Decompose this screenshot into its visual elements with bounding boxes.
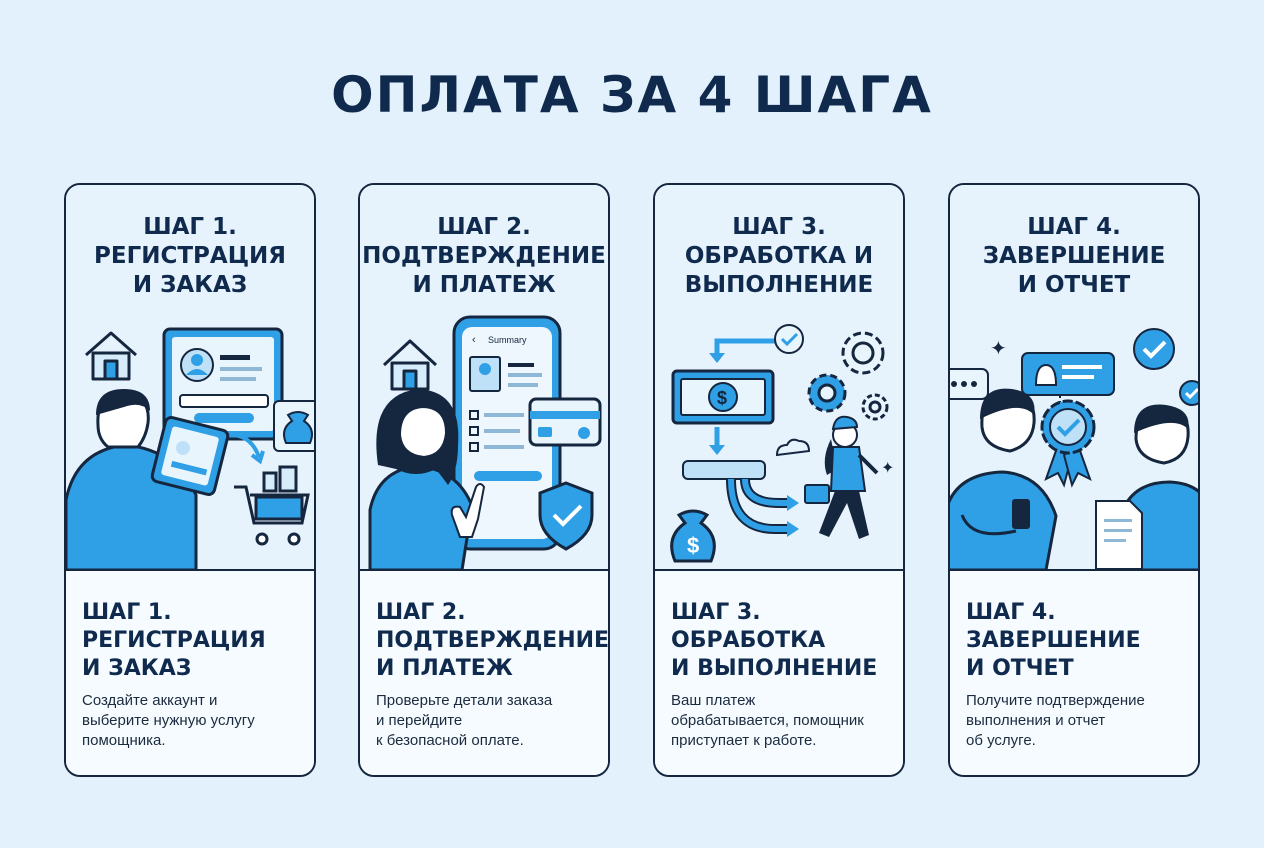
step-4-illustration: ✦ [950,328,1198,570]
step-card-3: ШАГ 3. ОБРАБОТКА И ВЫПОЛНЕНИЕ [653,183,905,777]
step-4-text-panel: ШАГ 4. ЗАВЕРШЕНИЕ И ОТЧЕТ Получите подтв… [950,571,1198,775]
bell-notification-icon [1021,352,1115,421]
step-2-header-title: ШАГ 2. ПОДТВЕРЖДЕНИЕ И ПЛАТЕЖ [362,214,606,298]
step-card-1: ШАГ 1. РЕГИСТРАЦИЯ И ЗАКАЗ [64,183,316,777]
step-1-header-title: ШАГ 1. РЕГИСТРАЦИЯ И ЗАКАЗ [94,214,286,298]
step-1-illustration-panel: ШАГ 1. РЕГИСТРАЦИЯ И ЗАКАЗ [66,185,314,570]
house-icon [382,339,438,391]
step-4-title: ШАГ 4. ЗАВЕРШЕНИЕ И ОТЧЕТ [966,600,1141,681]
step-3-description: Ваш платеж обрабатывается, помощник прис… [671,692,864,749]
step-4-illustration-panel: ШАГ 4. ЗАВЕРШЕНИЕ И ОТЧЕТ ✦ [950,185,1198,570]
profile-screen-icon [162,327,284,441]
step-2-text-panel: ШАГ 2. ПОДТВЕРЖДЕНИЕ И ПЛАТЕЖ Проверьте … [360,571,610,775]
document-icon [1095,500,1143,570]
arrow-icon [714,338,777,357]
step-3-illustration: $ $ [670,324,894,563]
step-2-title: ШАГ 2. ПОДТВЕРЖДЕНИЕ И ПЛАТЕЖ [376,600,610,681]
person-icon [950,388,1058,570]
money-bag-icon: $ [670,509,716,563]
banknote-icon: $ [671,369,775,425]
svg-text:✦: ✦ [881,458,894,477]
svg-text:✦: ✦ [990,336,1007,360]
step-2-divider [360,569,608,571]
award-rosette-icon [1040,399,1096,488]
person-icon [368,389,486,570]
step-3-illustration-panel: ШАГ 3. ОБРАБОТКА И ВЫПОЛНЕНИЕ [655,185,903,570]
step-1-title: ШАГ 1. РЕГИСТРАЦИЯ И ЗАКАЗ [82,600,266,681]
step-card-2: ШАГ 2. ПОДТВЕРЖДЕНИЕ И ПЛАТЕЖ ‹ Summary [358,183,610,777]
svg-text:$: $ [717,388,727,408]
step-3-header-title: ШАГ 3. ОБРАБОТКА И ВЫПОЛНЕНИЕ [684,214,874,298]
step-4-divider [950,569,1198,571]
step-2-illustration: ‹ Summary [368,315,602,570]
check-badge-icon [774,324,804,354]
svg-text:‹: ‹ [472,334,476,346]
chat-bubble-icon [950,368,989,400]
step-1-text-panel: ШАГ 1. РЕГИСТРАЦИЯ И ЗАКАЗ Создайте акка… [66,571,314,775]
tablet-icon [150,416,230,496]
house-icon [85,331,137,381]
step-4-description: Получите подтверждение выполнения и отче… [966,692,1145,749]
svg-text:$: $ [687,533,699,558]
step-2-description: Проверьте детали заказа и перейдите к бе… [376,692,553,749]
step-3-divider [655,569,903,571]
step-1-divider [66,569,314,571]
shield-check-icon [538,481,594,551]
check-circle-icon [1133,328,1198,406]
step-3-text-panel: ШАГ 3. ОБРАБОТКА И ВЫПОЛНЕНИЕ Ваш платеж… [655,571,903,775]
step-3-title: ШАГ 3. ОБРАБОТКА И ВЫПОЛНЕНИЕ [671,600,878,681]
step-2-illustration-panel: ШАГ 2. ПОДТВЕРЖДЕНИЕ И ПЛАТЕЖ ‹ Summary [360,185,608,570]
page-title: ОПЛАТА ЗА 4 ШАГА [331,66,933,124]
walking-courier-icon [804,415,879,539]
credit-card-icon [528,397,602,447]
step-card-4: ШАГ 4. ЗАВЕРШЕНИЕ И ОТЧЕТ ✦ [948,183,1200,777]
arrow-icon [230,433,261,458]
money-bag-icon [273,400,314,452]
shopping-cart-icon [234,465,310,546]
step-1-description: Создайте аккаунт и выберите нужную услуг… [82,692,255,749]
phone-screen-summary-label: Summary [488,335,527,345]
step-1-illustration [66,327,314,570]
gear-icon [807,331,889,421]
step-4-header-title: ШАГ 4. ЗАВЕРШЕНИЕ И ОТЧЕТ [982,214,1166,298]
